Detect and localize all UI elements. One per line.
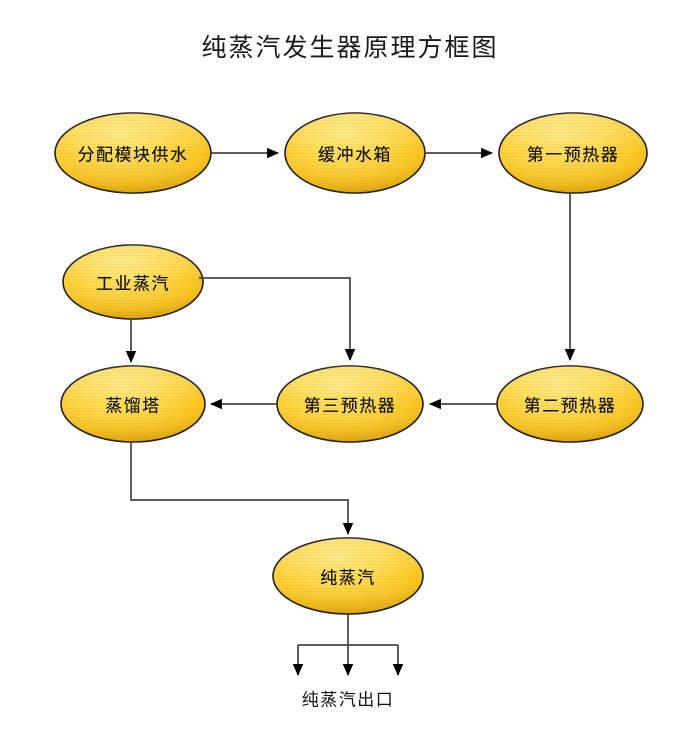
page-title: 纯蒸汽发生器原理方框图 [201,33,499,62]
node-distillation-tower-hit[interactable] [61,366,205,442]
node-preheater-1-hit[interactable] [499,113,647,193]
node-preheater-2-hit[interactable] [497,366,643,442]
connector-steam-to-preheater3 [199,277,356,361]
node-pure-steam-hit[interactable] [273,538,423,614]
node-industrial-steam-hit[interactable] [63,245,203,319]
node-preheater-3[interactable] [276,365,424,443]
node-supply[interactable] [54,112,212,194]
node-preheater-1[interactable] [498,112,648,194]
node-supply-hit[interactable] [55,113,211,193]
label-pure-steam-outlet: 纯蒸汽出口 [301,690,395,711]
node-industrial-steam[interactable] [62,244,204,320]
connector-tower-to-pure-steam [130,442,354,535]
node-preheater-2[interactable] [496,365,644,443]
node-buffer-tank[interactable] [284,112,426,194]
node-pure-steam[interactable] [272,537,424,615]
node-buffer-tank-hit[interactable] [285,113,425,193]
node-preheater-3-hit[interactable] [277,366,423,442]
node-distillation-tower[interactable] [60,365,206,443]
